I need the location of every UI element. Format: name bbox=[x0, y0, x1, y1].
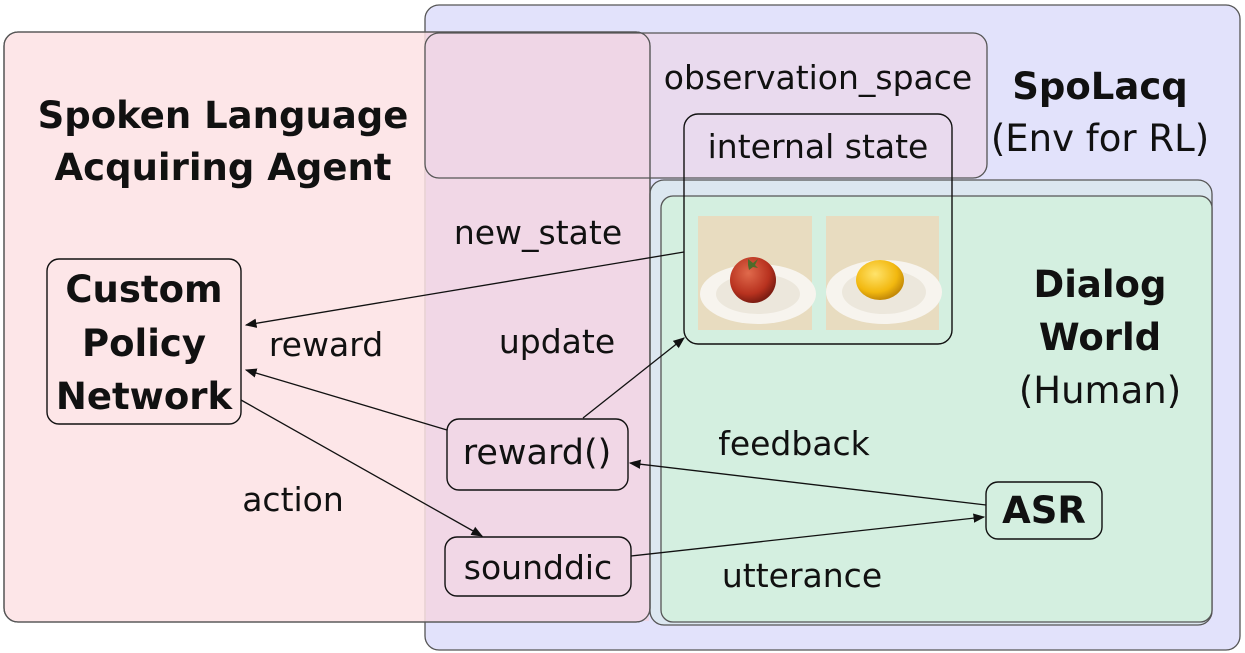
tomato-icon bbox=[730, 257, 776, 303]
world-title-line1: Dialog bbox=[1034, 263, 1167, 306]
env-subtitle: (Env for RL) bbox=[991, 117, 1209, 160]
sounddic-label: sounddic bbox=[464, 548, 612, 587]
world-subtitle: (Human) bbox=[1019, 369, 1181, 412]
policy-label-line3: Network bbox=[56, 375, 234, 418]
policy-network-box bbox=[46, 258, 242, 425]
sounddic-box bbox=[444, 536, 632, 597]
env-title: SpoLacq bbox=[1012, 65, 1188, 108]
agent-title-line1: Spoken Language bbox=[38, 94, 409, 137]
update-label: update bbox=[499, 322, 615, 361]
utterance-label: utterance bbox=[722, 556, 882, 595]
feedback-label: feedback bbox=[718, 424, 870, 463]
utterance-arrow bbox=[630, 513, 986, 557]
new-state-label: new_state bbox=[454, 213, 622, 252]
tomato-on-plate-photo bbox=[698, 216, 816, 330]
observation-space-region bbox=[424, 32, 988, 179]
reward-arrow bbox=[244, 368, 448, 431]
lemon-icon bbox=[856, 260, 904, 300]
reward-function-box bbox=[446, 418, 629, 491]
reward-function-label: reward() bbox=[463, 433, 612, 473]
world-title-line2: World bbox=[1039, 316, 1161, 359]
update-arrow bbox=[582, 337, 685, 419]
reward-label: reward bbox=[269, 325, 383, 364]
policy-label-line1: Custom bbox=[65, 268, 222, 311]
action-label: action bbox=[242, 480, 344, 519]
internal-state-label: internal state bbox=[708, 127, 929, 166]
agent-title-line2: Acquiring Agent bbox=[55, 146, 392, 189]
policy-label-line2: Policy bbox=[82, 322, 206, 365]
asr-box bbox=[985, 481, 1103, 540]
observation-space-label: observation_space bbox=[664, 58, 972, 97]
lemon-on-plate-photo bbox=[826, 216, 942, 330]
agent-region-outline bbox=[3, 31, 651, 623]
internal-state-box bbox=[683, 113, 953, 345]
new-state-arrow bbox=[244, 251, 685, 328]
action-arrow bbox=[240, 399, 484, 537]
feedback-arrow bbox=[628, 459, 987, 506]
asr-label: ASR bbox=[1002, 489, 1086, 532]
